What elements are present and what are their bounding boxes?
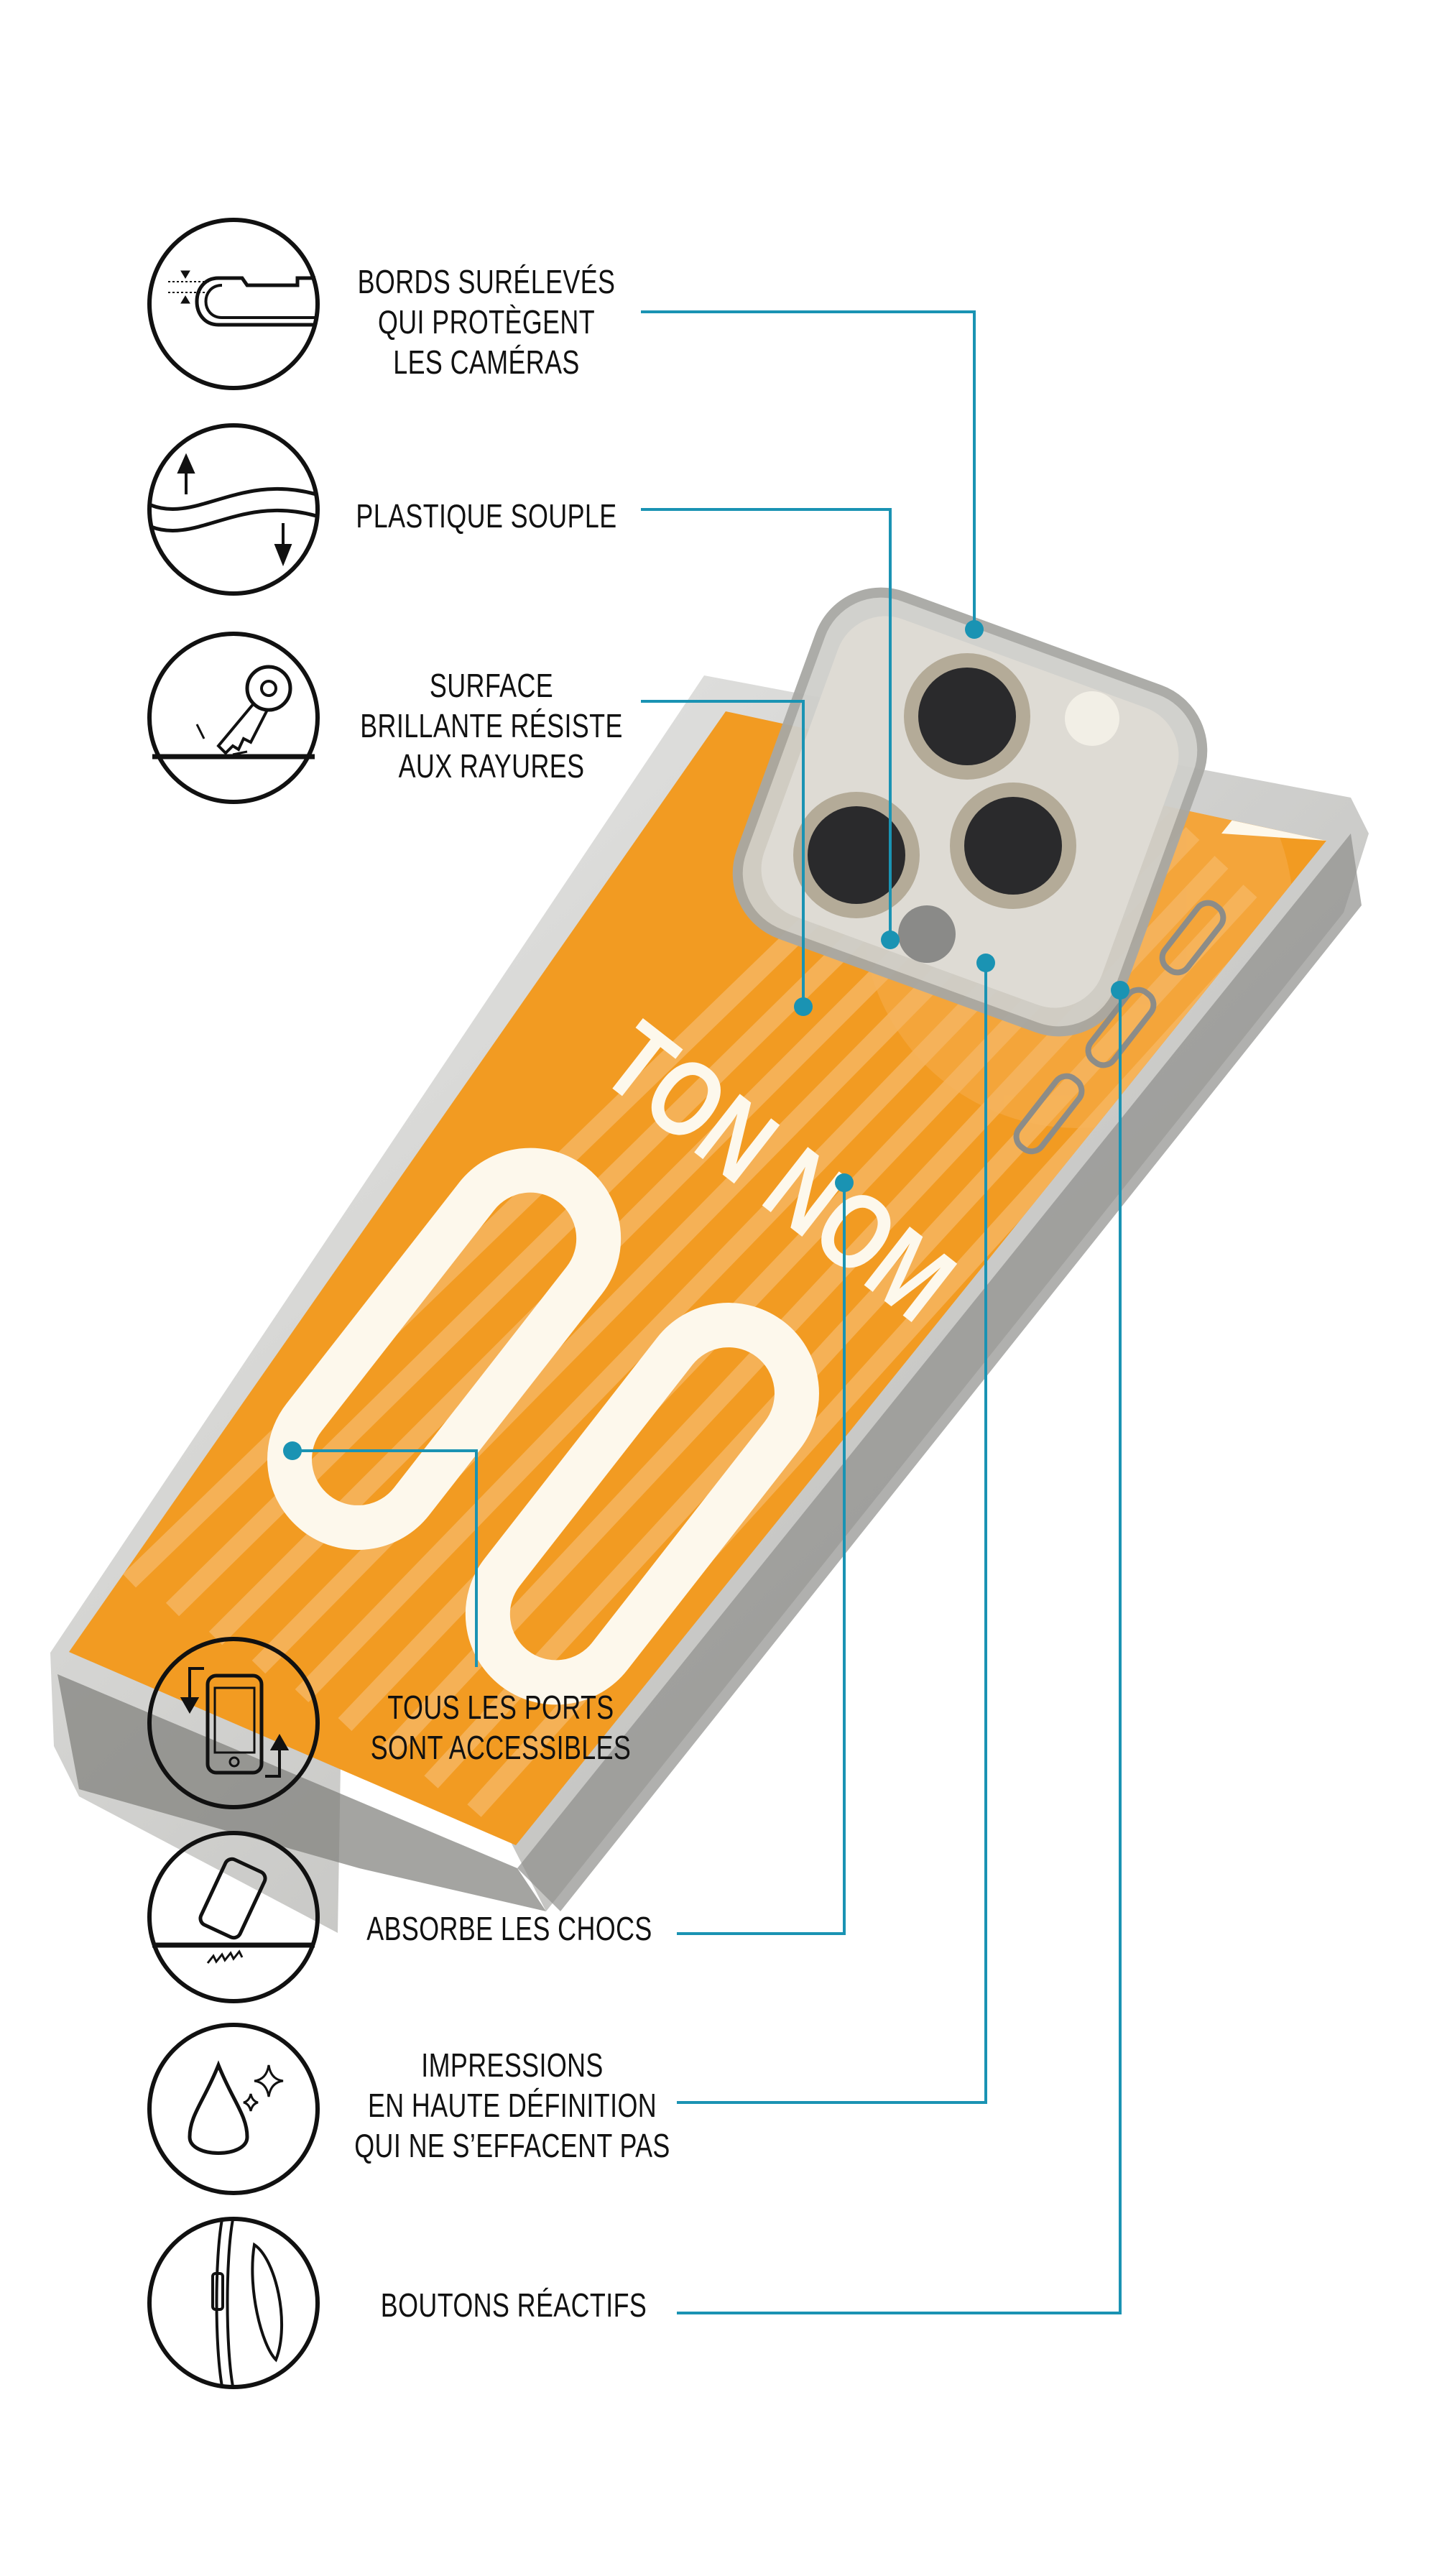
phone-drop-icon <box>147 1830 320 2004</box>
feature-buttons-label: BOUTONS RÉACTIFS <box>346 2285 682 2325</box>
feature-soft-plastic-label: PLASTIQUE SOUPLE <box>318 496 655 536</box>
flex-wave-icon <box>147 423 320 596</box>
label-line: EN HAUTE DÉFINITION <box>367 2087 657 2124</box>
feature-print-label: IMPRESSIONS EN HAUTE DÉFINITION QUI NE S… <box>344 2045 680 2166</box>
label-line: QUI PROTÈGENT <box>377 303 596 341</box>
case-bottom <box>57 1674 546 1911</box>
key-scratch-icon <box>147 631 320 805</box>
feature-raised-edges-label: BORDS SURÉLEVÉS QUI PROTÈGENT LES CAMÉRA… <box>318 262 655 382</box>
feature-ports-label: TOUS LES PORTS SONT ACCESSIBLES <box>333 1687 669 1768</box>
label-line: PLASTIQUE SOUPLE <box>356 497 617 535</box>
feature-shock-label: ABSORBE LES CHOCS <box>341 1908 678 1949</box>
side-buttons <box>1013 900 1226 1155</box>
case-number <box>267 1148 819 1705</box>
feature-scratch-resistant-label: SURFACE BRILLANTE RÉSISTE AUX RAYURES <box>323 665 660 786</box>
label-line: BRILLANTE RÉSISTE <box>360 707 623 744</box>
label-line: IMPRESSIONS <box>421 2046 604 2084</box>
label-line: BOUTONS RÉACTIFS <box>380 2286 647 2324</box>
side-button-icon <box>147 2216 320 2390</box>
label-line: AUX RAYURES <box>398 747 585 785</box>
callout-lines <box>292 310 1122 2314</box>
case-side <box>517 834 1362 1911</box>
callout-dots <box>283 620 1129 1460</box>
raised-edge-icon <box>147 217 320 391</box>
label-line: ABSORBE LES CHOCS <box>366 1910 652 1947</box>
label-line: SURFACE <box>429 667 554 704</box>
label-line: BORDS SURÉLEVÉS <box>357 263 616 300</box>
label-line: TOUS LES PORTS <box>387 1689 614 1726</box>
phone-rotate-icon <box>147 1636 320 1810</box>
label-line: SONT ACCESSIBLES <box>370 1729 632 1766</box>
label-line: LES CAMÉRAS <box>393 343 580 381</box>
label-line: QUI NE S’EFFACENT PAS <box>354 2127 670 2164</box>
water-drop-icon <box>147 2022 320 2196</box>
camera-lenses <box>793 653 1119 963</box>
